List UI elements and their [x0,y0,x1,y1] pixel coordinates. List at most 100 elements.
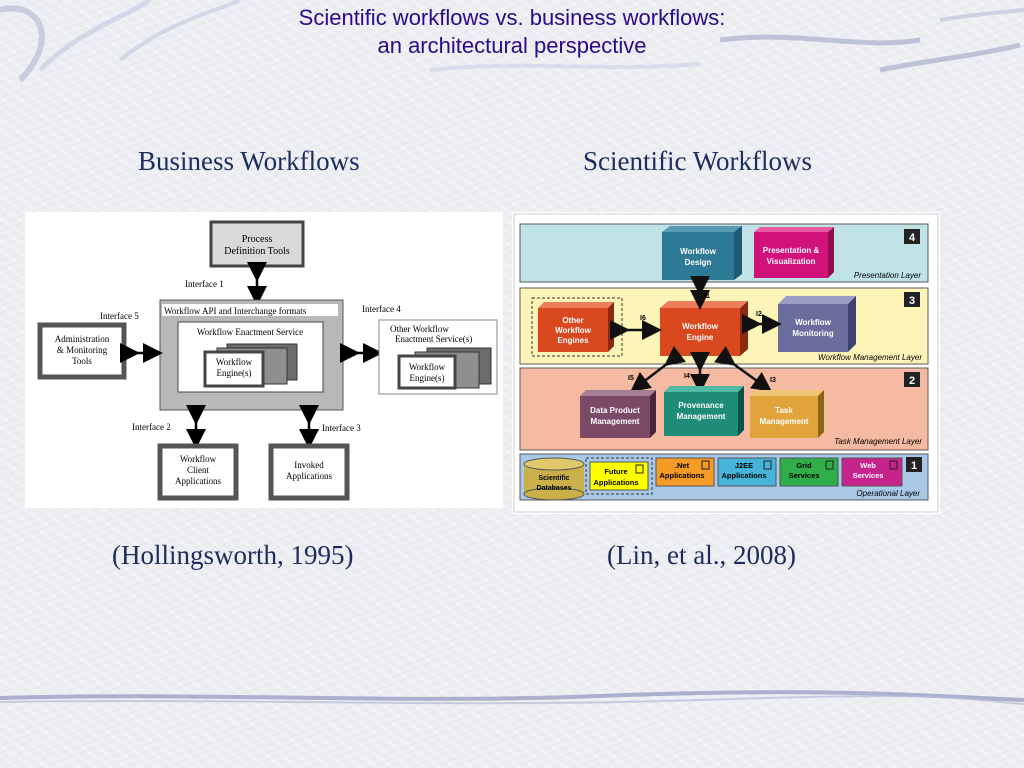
web-services-line1: Web [860,461,876,470]
component-icon [701,460,710,470]
scientific-databases-cylinder: Scientific Databases [523,457,585,501]
i1-label: I1 [704,293,710,300]
title-line-2: an architectural perspective [377,33,647,58]
web-services-line2: Services [853,471,884,480]
process-definition-box [209,220,305,268]
presentation-visualization-block: Presentation & Visualization [754,227,834,278]
workflow-engine-sci-line2: Engine [687,333,714,342]
layer-3-name: Workflow Management Layer [818,353,922,362]
workflow-engine-line2: Engine(s) [217,368,252,378]
workflow-design-line2: Design [685,258,712,267]
provenance-line2: Management [677,412,726,421]
workflow-engine-block: Workflow Engine [660,301,748,356]
workflow-engine-line1: Workflow [216,357,253,367]
other-engines-line2: Workflow [555,326,592,335]
invoked-apps-line2: Applications [286,471,332,481]
layer-1-name: Operational Layer [856,489,920,498]
component-icon [635,464,644,474]
other-engines-dashed-frame [531,297,623,357]
data-product-line2: Management [591,417,640,426]
other-engines-block: Other Workflow Engines [538,302,614,352]
i3-arrow [714,346,773,392]
client-apps-line3: Applications [175,476,221,486]
task-management-block: Task Management [750,390,824,438]
invoked-applications-box [268,443,350,501]
administration-line3: Tools [72,356,92,366]
workflow-monitoring-line1: Workflow [795,318,832,327]
layer-4-name: Presentation Layer [854,271,921,280]
administration-line2: & Monitoring [57,345,108,355]
top-decoration [0,0,1024,83]
other-enactment-line1: Other Workflow [390,324,449,334]
layer-4-number: 4 [909,232,916,244]
provenance-block: Provenance Management [664,386,744,436]
data-product-line1: Data Product [590,406,640,415]
component-icon [825,460,834,470]
layer-1-number: 1 [911,460,917,472]
presentation-viz-line2: Visualization [767,257,816,266]
i5-label: I5 [628,375,634,382]
presentation-viz-line1: Presentation & [763,246,820,255]
net-apps-line2: Applications [659,471,704,480]
client-applications-box [157,443,239,501]
future-apps-dashed-frame [585,457,653,495]
provenance-line1: Provenance [678,401,724,410]
i3-label: I3 [770,377,776,384]
process-definition-line1: Process [242,234,273,245]
j2ee-applications-block: J2EE Applications [717,457,777,487]
other-engines-line1: Other [562,316,583,325]
i6-label: I6 [640,315,646,322]
interface-2-label: Interface 2 [132,422,171,432]
j2ee-apps-line2: Applications [721,471,766,480]
administration-line1: Administration [55,334,110,344]
invoked-apps-line1: Invoked [294,460,324,470]
bottom-decoration [0,690,1024,705]
layer-2-name: Task Management Layer [834,437,922,446]
interface-1-label: Interface 1 [185,279,224,289]
other-enactment-line2: Enactment Service(s) [395,334,472,344]
workflow-api-label: Workflow API and Interchange formats [164,306,307,316]
workflow-monitoring-block: Workflow Monitoring [778,296,856,352]
net-apps-line1: .Net [675,461,690,470]
other-engine-line2: Engine(s) [410,373,445,383]
grid-services-line2: Services [789,471,820,480]
interface-3-label: Interface 3 [322,423,361,433]
scientific-heading: Scientific Workflows [583,146,813,176]
enactment-service-label: Workflow Enactment Service [197,327,303,337]
title-line-1: Scientific workflows vs. business workfl… [298,5,726,30]
interface-4-label: Interface 4 [362,304,401,314]
client-apps-line2: Client [187,465,209,475]
task-management-line2: Management [760,417,809,426]
net-applications-block: .Net Applications [655,457,715,487]
workflow-monitoring-line2: Monitoring [792,329,833,338]
business-diagram: Process Definition Tools Interface 1 Wor… [25,212,503,508]
scientific-databases-line2: Databases [536,485,571,492]
workflow-design-block: Workflow Design [662,226,742,280]
i2-label: I2 [756,311,762,318]
interface-5-label: Interface 5 [100,311,139,321]
process-definition-line2: Definition Tools [224,246,290,257]
component-icon [889,460,898,470]
task-management-line1: Task [775,406,793,415]
scientific-databases-line1: Scientific [538,475,569,482]
workflow-engine-sci-line1: Workflow [682,322,719,331]
slide-title: Scientific workflows vs. business workfl… [0,4,1024,60]
data-product-block: Data Product Management [580,390,656,438]
layer-3-number: 3 [909,295,915,307]
web-services-block: Web Services [841,457,903,487]
grid-services-block: Grid Services [779,457,839,487]
i4-label: I4 [684,373,690,380]
workflow-engine-box [203,350,265,388]
future-apps-line2: Applications [593,478,638,487]
business-heading: Business Workflows [138,146,360,176]
i5-arrow [630,345,687,393]
future-apps-line1: Future [604,467,627,476]
scientific-citation: (Lin, et al., 2008) [607,540,796,570]
j2ee-apps-line1: J2EE [735,461,753,470]
grid-services-line1: Grid [796,461,812,470]
client-apps-line1: Workflow [180,454,217,464]
workflow-design-line1: Workflow [680,247,717,256]
other-engine-box [397,354,457,390]
scientific-diagram: 4 Presentation Layer 3 Workflow Manageme… [512,212,940,514]
future-applications-block: Future Applications [589,461,649,491]
